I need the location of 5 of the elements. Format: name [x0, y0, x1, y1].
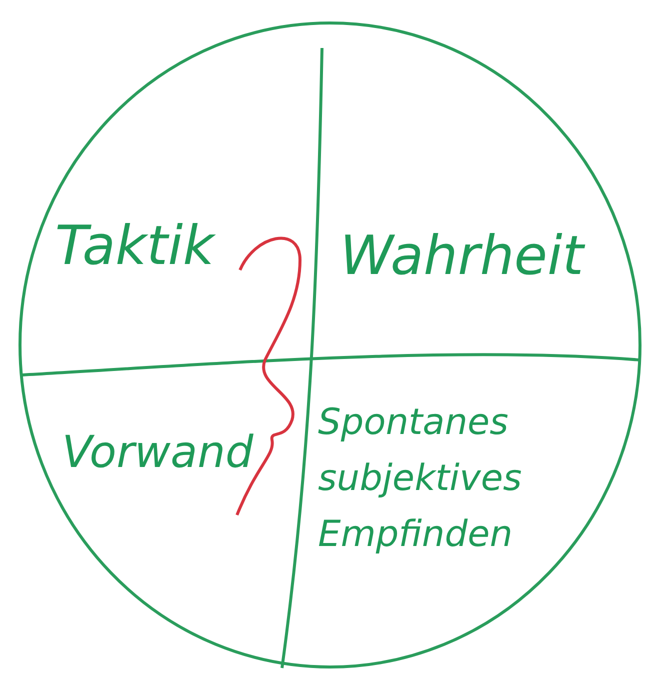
handwritten-label: Spontanes subjektives Empfinden	[318, 395, 578, 563]
handwritten-label: Vorwand	[62, 420, 252, 486]
curved-connector	[236, 236, 302, 516]
handwritten-label: Taktik	[55, 205, 240, 286]
handwritten-label: Wahrheit	[340, 215, 590, 296]
